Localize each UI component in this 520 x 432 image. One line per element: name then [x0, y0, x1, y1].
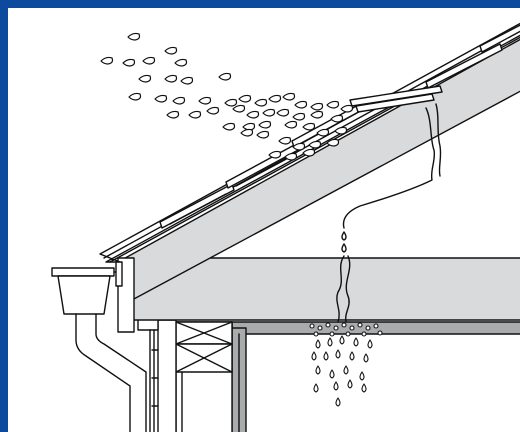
gutter	[51, 261, 123, 315]
raindrop	[164, 46, 178, 55]
raindrop	[310, 110, 324, 119]
raindrop	[258, 120, 272, 129]
raindrop	[172, 96, 186, 105]
downspout	[75, 313, 147, 432]
raindrop	[218, 72, 232, 81]
raindrop	[180, 76, 194, 85]
wall-top-plate	[137, 317, 177, 432]
raindrop	[330, 114, 344, 123]
raindrop	[294, 100, 308, 109]
raindrop	[238, 94, 252, 103]
raindrop	[316, 128, 330, 137]
wall-insulation	[175, 321, 233, 432]
roof-shingles	[159, 24, 520, 229]
raindrop	[340, 104, 354, 113]
wind-driven-rain	[100, 32, 354, 161]
raindrop	[142, 56, 156, 65]
raindrop	[262, 108, 276, 117]
raindrop	[276, 108, 290, 117]
raindrop	[310, 102, 324, 111]
raindrop	[166, 110, 180, 119]
ceiling-drips	[309, 322, 383, 407]
raindrop	[278, 136, 292, 145]
raindrop	[246, 110, 260, 119]
raindrop	[206, 106, 220, 115]
raindrop	[302, 122, 316, 131]
raindrop	[154, 94, 168, 103]
raindrop	[232, 104, 246, 113]
raindrop	[240, 128, 254, 137]
raindrop	[256, 130, 270, 139]
raindrop	[284, 120, 298, 129]
water-leak-path	[336, 103, 442, 323]
raindrop	[254, 98, 268, 107]
raindrop	[100, 56, 114, 65]
interior-wall	[231, 327, 247, 432]
raindrop	[198, 96, 212, 105]
leak-drops-upper	[341, 231, 347, 253]
raindrop	[222, 122, 236, 131]
raindrop	[326, 138, 340, 147]
raindrop	[292, 112, 306, 121]
raindrop	[284, 152, 298, 161]
raindrop	[128, 92, 142, 101]
raindrop	[224, 98, 238, 107]
raindrop	[334, 126, 348, 135]
raindrop	[268, 94, 282, 103]
raindrop	[268, 150, 282, 159]
raindrop	[292, 142, 306, 151]
raindrop	[188, 110, 202, 119]
raindrop	[302, 148, 316, 157]
raindrop	[326, 100, 340, 109]
raindrop	[308, 140, 322, 149]
raindrop	[122, 58, 136, 67]
raindrop	[138, 74, 152, 83]
raindrop	[282, 92, 296, 101]
raindrop	[174, 58, 188, 67]
raindrop	[164, 74, 178, 83]
raindrop	[127, 32, 141, 41]
